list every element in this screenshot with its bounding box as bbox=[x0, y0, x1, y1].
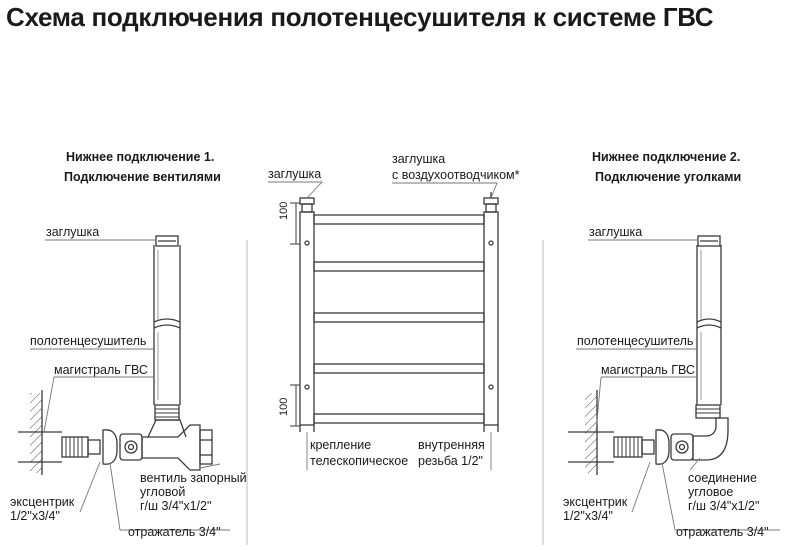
dimension-top-label: 100 bbox=[278, 201, 290, 220]
left-towel-dryer-label: полотенцесушитель bbox=[30, 334, 147, 348]
dimension-lines bbox=[290, 202, 300, 427]
right-plug-label: заглушка bbox=[589, 225, 643, 239]
right-main-line-label: магистраль ГВС bbox=[601, 363, 695, 377]
center-plug-label: заглушка bbox=[268, 167, 322, 181]
right-towel-dryer-label: полотенцесушитель bbox=[577, 334, 694, 348]
center-mount-label-1: крепление bbox=[310, 438, 372, 452]
center-plug-vent-label-2: с воздухоотводчиком* bbox=[392, 168, 520, 182]
right-elbow-label-3: г/ш 3/4"x1/2" bbox=[688, 499, 760, 513]
right-heading-2: Подключение уголками bbox=[595, 170, 742, 184]
right-leaders bbox=[576, 239, 780, 531]
left-eccentric-label-1: эксцентрик bbox=[10, 495, 75, 509]
center-thread-label-1: внутренняя bbox=[418, 438, 485, 452]
left-eccentric-label-2: 1/2"x3/4" bbox=[10, 509, 60, 523]
center-towel-dryer bbox=[299, 192, 499, 432]
right-reflector-label: отражатель 3/4" bbox=[676, 525, 769, 539]
page-title: Схема подключения полотенцесушителя к си… bbox=[6, 2, 714, 32]
right-assembly bbox=[568, 235, 729, 475]
left-assembly bbox=[18, 235, 213, 475]
left-valve-label-1: вентиль запорный bbox=[140, 471, 247, 485]
left-heading-1: Нижнее подключение 1. bbox=[66, 150, 215, 164]
left-heading-2: Подключение вентилями bbox=[64, 170, 221, 184]
left-reflector-label: отражатель 3/4" bbox=[128, 525, 221, 539]
right-eccentric-label-2: 1/2"x3/4" bbox=[563, 509, 613, 523]
left-plug-label: заглушка bbox=[46, 225, 100, 239]
center-leaders bbox=[268, 181, 498, 470]
center-mount-label-2: телескопическое bbox=[310, 454, 409, 468]
right-eccentric-label-1: эксцентрик bbox=[563, 495, 628, 509]
left-valve-label-3: г/ш 3/4"x1/2" bbox=[140, 499, 212, 513]
dimension-bottom-label: 100 bbox=[278, 397, 290, 416]
right-heading-1: Нижнее подключение 2. bbox=[592, 150, 741, 164]
right-elbow-label-2: угловое bbox=[688, 485, 734, 499]
left-valve-label-2: угловой bbox=[140, 485, 186, 499]
left-leaders bbox=[30, 239, 230, 531]
right-elbow-label-1: соединение bbox=[688, 471, 757, 485]
right-wall bbox=[585, 393, 597, 473]
left-main-line-label: магистраль ГВС bbox=[54, 363, 148, 377]
center-plug-vent-label-1: заглушка bbox=[392, 152, 446, 166]
center-thread-label-2: резьба 1/2" bbox=[418, 454, 483, 468]
left-wall bbox=[30, 393, 42, 473]
